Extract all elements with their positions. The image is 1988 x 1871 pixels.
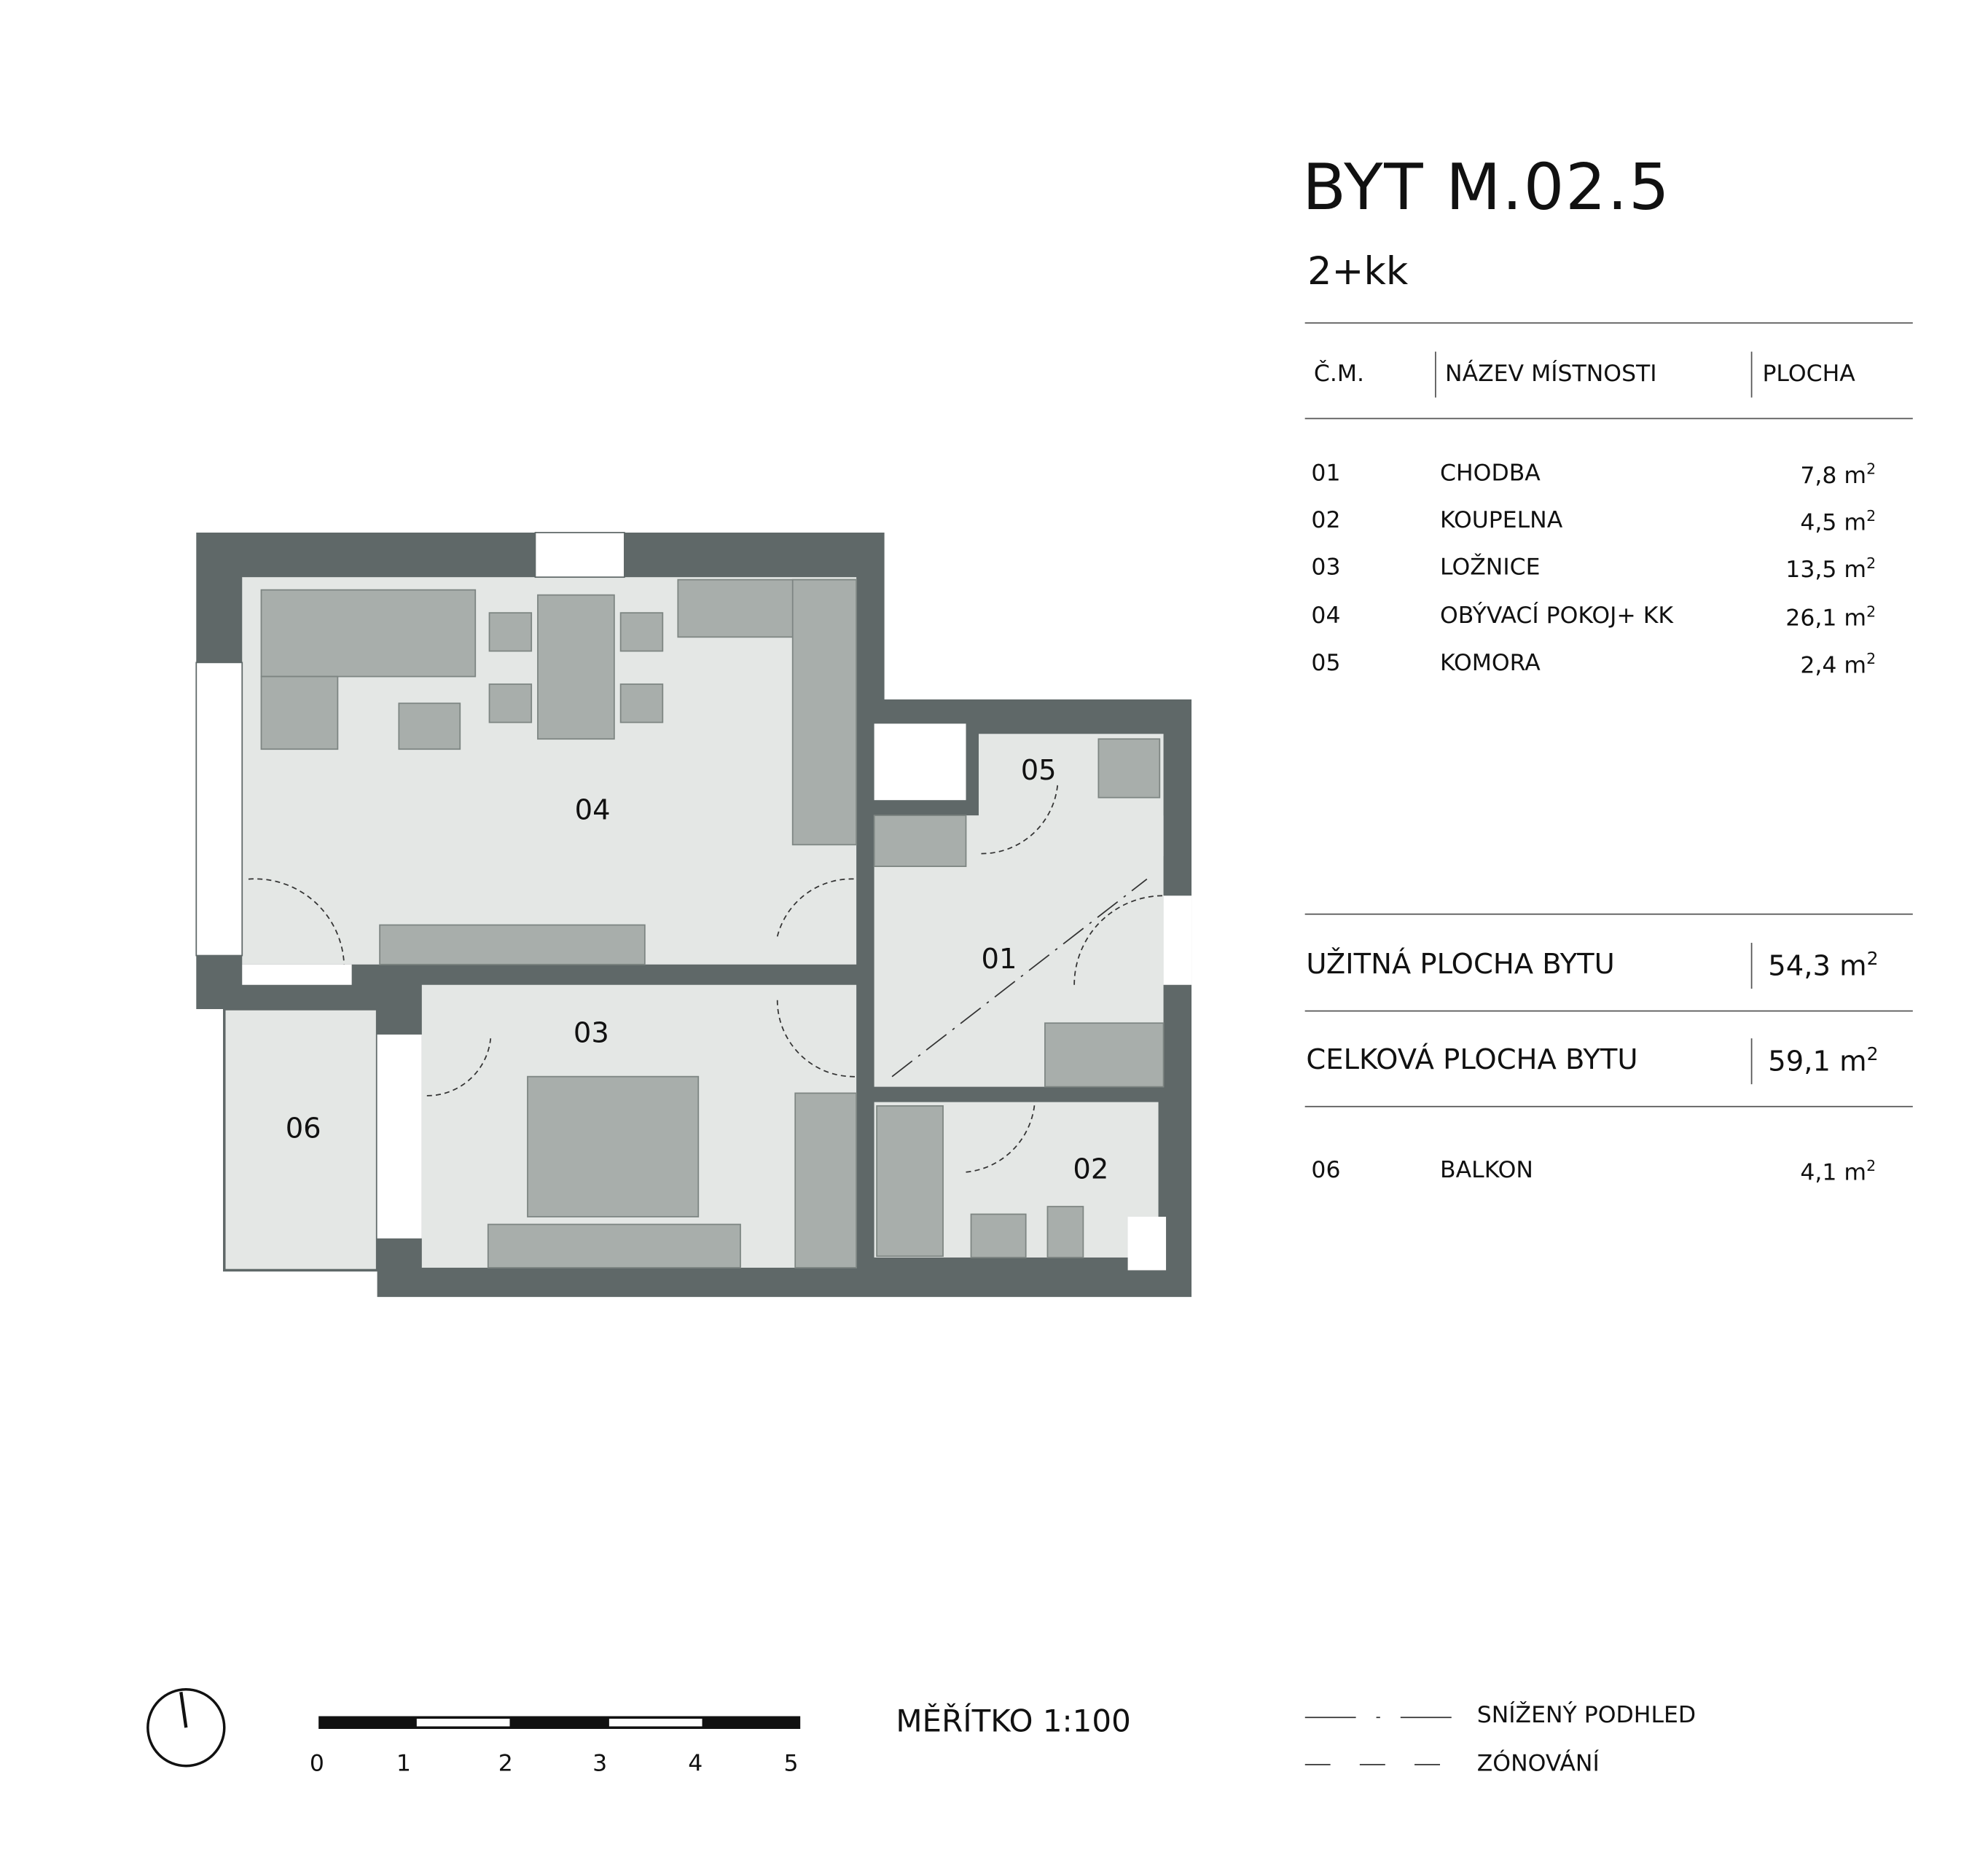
balcony-id: 06 (1311, 1156, 1341, 1184)
scale-tick: 5 (783, 1750, 799, 1778)
room-id: 05 (1311, 649, 1341, 677)
col-divider (1750, 943, 1753, 989)
north-arrow-icon (146, 1688, 226, 1768)
room-id: 04 (1311, 603, 1341, 629)
room-area: 7,8 m2 (1800, 460, 1877, 490)
room-name: OBÝVACÍ POKOJ+ KK (1440, 603, 1674, 629)
furniture (260, 578, 1165, 1268)
balcony-floor (223, 1008, 379, 1272)
col-header-number: Č.M. (1313, 360, 1365, 388)
shaft (874, 723, 966, 801)
col-divider (1750, 351, 1753, 398)
balcony-area: 4,1 m2 (1800, 1156, 1877, 1187)
room-label-06: 06 (286, 1113, 321, 1145)
room-area: 4,5 m2 (1800, 506, 1877, 537)
divider (1304, 322, 1913, 324)
scale-tick: 4 (688, 1750, 703, 1778)
room-name: KOMORA (1440, 649, 1541, 677)
scale-label: MĚŘÍTKO 1:100 (896, 1703, 1131, 1739)
room-area: 13,5 m2 (1785, 554, 1877, 584)
balcony-name: BALKON (1440, 1156, 1533, 1184)
room-id: 02 (1311, 506, 1341, 534)
room-label-02: 02 (1073, 1153, 1108, 1186)
col-header-name: NÁZEV MÍSTNOSTI (1445, 360, 1657, 388)
scale-bar (318, 1716, 801, 1729)
col-divider (1435, 351, 1436, 398)
room-name: LOŽNICE (1440, 554, 1541, 581)
col-divider (1750, 1038, 1753, 1085)
legend-lines (1304, 1717, 1452, 1765)
apartment-title: BYT M.02.5 (1302, 150, 1671, 224)
room-name: CHODBA (1440, 460, 1541, 487)
room-label-05: 05 (1021, 754, 1057, 787)
room-label-04: 04 (575, 793, 611, 826)
divider (1304, 417, 1913, 420)
usable-area-value: 54,3 m2 (1768, 949, 1879, 983)
entrance-door-opening (1163, 895, 1192, 985)
door-opening (377, 1034, 422, 1239)
window (534, 532, 625, 578)
apartment-layout: 2+kk (1307, 249, 1409, 294)
scale-tick: 1 (396, 1750, 411, 1778)
room-id: 03 (1311, 554, 1341, 581)
total-area-value: 59,1 m2 (1768, 1044, 1879, 1078)
scale-tick: 2 (498, 1750, 513, 1778)
room-label-03: 03 (574, 1016, 609, 1049)
room-area: 26,1 m2 (1785, 603, 1877, 632)
divider (1304, 1105, 1913, 1107)
total-area-label: CELKOVÁ PLOCHA BYTU (1306, 1044, 1638, 1077)
room-id: 01 (1311, 460, 1341, 487)
divider (1304, 1010, 1913, 1012)
scale-tick: 0 (309, 1750, 324, 1778)
floor-plan: 01 02 03 04 05 06 (195, 532, 1192, 1298)
room-label-01: 01 (982, 943, 1017, 976)
shaft (1127, 1217, 1167, 1271)
divider (1304, 913, 1913, 915)
door-opening (242, 964, 352, 985)
room-name: KOUPELNA (1440, 506, 1563, 534)
scale-tick: 3 (592, 1750, 608, 1778)
usable-area-label: UŽITNÁ PLOCHA BYTU (1306, 949, 1615, 981)
window (195, 662, 243, 957)
col-header-area: PLOCHA (1762, 360, 1855, 388)
legend-lowered-ceiling: SNÍŽENÝ PODHLED (1476, 1702, 1697, 1729)
door-swings (248, 783, 1164, 1173)
room-area: 2,4 m2 (1800, 649, 1877, 680)
legend-zoning: ZÓNOVÁNÍ (1476, 1750, 1600, 1778)
